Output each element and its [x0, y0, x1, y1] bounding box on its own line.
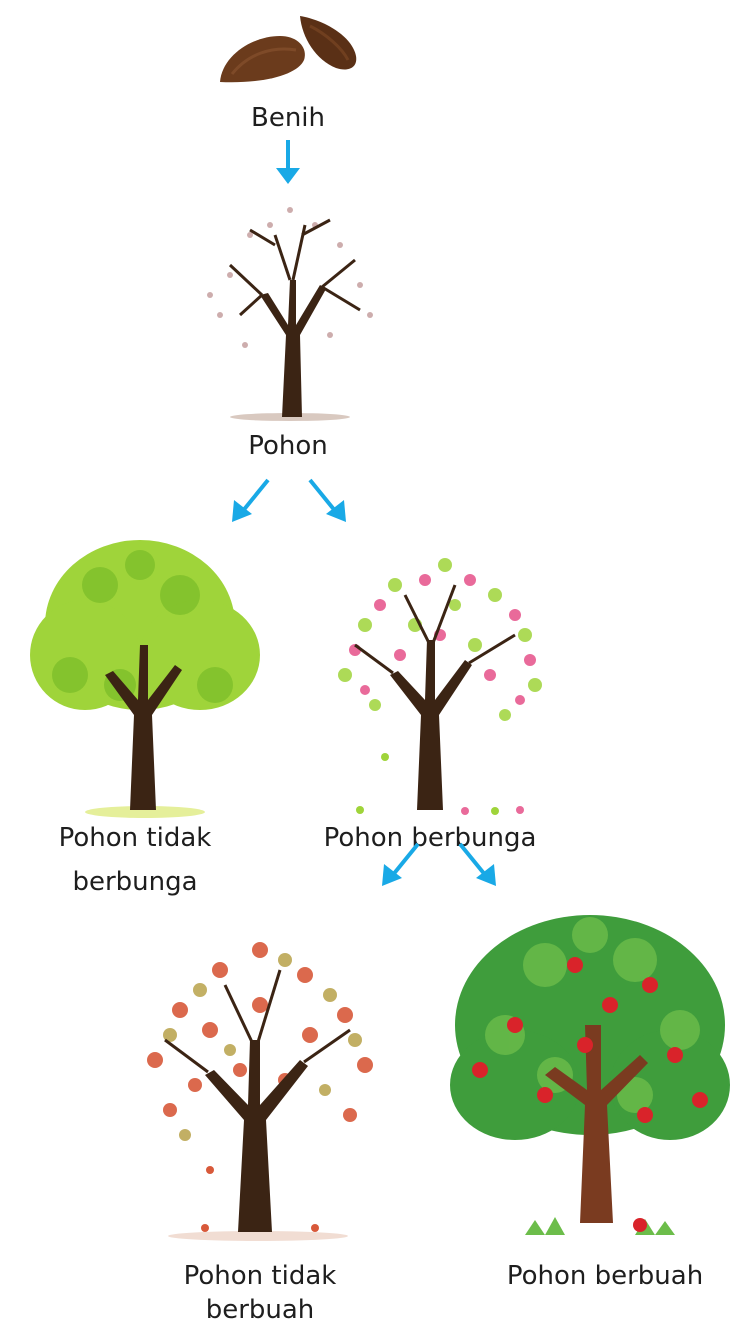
seed-icon — [212, 8, 362, 88]
flowering-label: Pohon berbunga — [300, 818, 560, 858]
fruiting-label: Pohon berbuah — [475, 1256, 735, 1296]
apple-tree-icon — [445, 905, 735, 1245]
green-tree-icon — [10, 525, 270, 825]
flowering-tree-icon — [305, 525, 565, 825]
arrow-down-left-icon — [228, 476, 274, 526]
tree-label: Pohon — [188, 426, 388, 466]
not-flowering-label-line2: berbunga — [35, 862, 235, 902]
seed-label: Benih — [188, 98, 388, 138]
autumn-tree-icon — [110, 910, 410, 1250]
arrow-down-right-icon — [304, 476, 350, 526]
arrow-down-right-icon — [454, 840, 500, 890]
bare-tree-icon — [190, 185, 390, 425]
not-flowering-label-line1: Pohon tidak — [35, 818, 235, 858]
arrow-down-left-icon — [378, 840, 424, 890]
not-fruiting-label-line2: berbuah — [160, 1290, 360, 1330]
arrow-down-icon — [273, 138, 303, 188]
